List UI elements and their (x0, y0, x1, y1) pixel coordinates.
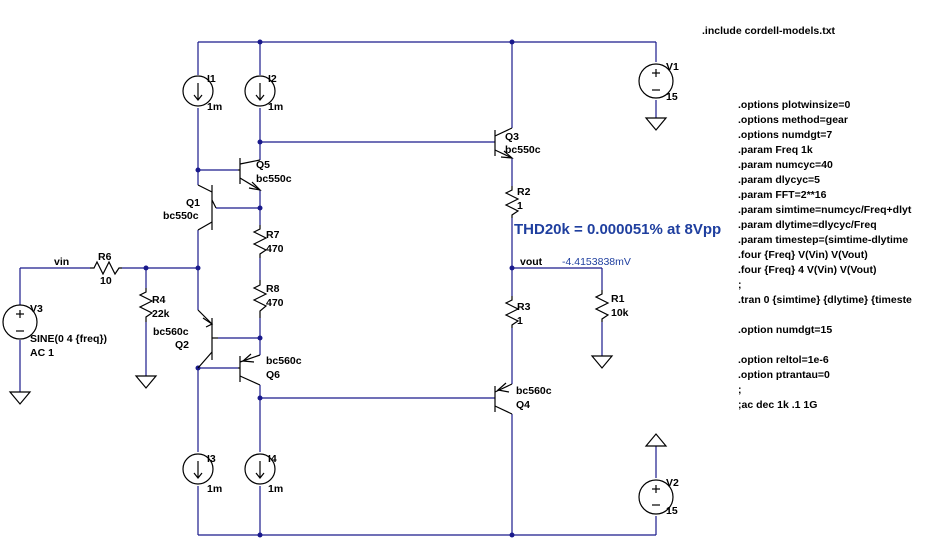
directive-line: .four {Freq} V(Vin) V(Vout) (738, 249, 868, 261)
vout-probe-value: -4.4153838mV (562, 256, 631, 268)
current-source-i2[interactable] (244, 75, 276, 107)
directive-line: .options plotwinsize=0 (738, 99, 850, 111)
i4-name: I4 (268, 453, 277, 465)
r3-value: 1 (517, 315, 523, 327)
q2-model: bc560c (153, 326, 189, 338)
r7-name: R7 (266, 229, 280, 241)
directive-line: .option reltol=1e-6 (738, 354, 829, 366)
directive-line: ;ac dec 1k .1 1G (738, 399, 817, 411)
q6-model: bc560c (266, 355, 302, 367)
r4-name: R4 (152, 294, 166, 306)
directive-line: .param simtime=numcyc/Freq+dlyt (738, 204, 912, 216)
r8-name: R8 (266, 283, 280, 295)
i3-value: 1m (207, 483, 222, 495)
spice-directives[interactable]: .options plotwinsize=0 .options method=g… (738, 99, 912, 411)
i3-name: I3 (207, 453, 216, 465)
wires (19, 41, 657, 536)
v1-name: V1 (666, 61, 679, 73)
directive-line: .param Freq 1k (738, 144, 813, 156)
directive-line: ; (738, 279, 742, 291)
q3-model: bc550c (505, 144, 541, 156)
resistor-r3[interactable] (504, 296, 520, 328)
r1-name: R1 (611, 293, 625, 305)
directive-line: ; (738, 384, 742, 396)
resistor-r8[interactable] (252, 280, 268, 318)
directive-line: .options method=gear (738, 114, 848, 126)
transistor-q2[interactable] (197, 309, 218, 369)
net-label-vout: vout (520, 256, 543, 268)
v2-value: 15 (666, 505, 678, 517)
v3-value: SINE(0 4 {freq}) (30, 333, 107, 345)
q2-name: Q2 (175, 339, 189, 351)
q5-name: Q5 (256, 159, 270, 171)
transistor-q6[interactable] (238, 353, 261, 386)
junction-dots (143, 39, 515, 538)
directive-line: .four {Freq} 4 V(Vin) V(Vout) (738, 264, 876, 276)
transistor-q4[interactable] (494, 382, 513, 415)
resistor-r7[interactable] (252, 225, 268, 258)
r6-value: 10 (100, 275, 112, 287)
i1-name: I1 (207, 73, 216, 85)
i1-value: 1m (207, 101, 222, 113)
i2-value: 1m (268, 101, 283, 113)
v1-value: 15 (666, 91, 678, 103)
q1-name: Q1 (186, 197, 200, 209)
current-source-i3[interactable] (182, 453, 214, 485)
component-labels: I1 1m I2 1m I3 1m I4 1m V1 15 V2 15 V3 S… (30, 61, 679, 517)
resistor-r2[interactable] (504, 186, 520, 218)
r2-name: R2 (517, 186, 531, 198)
directive-line: .param FFT=2**16 (738, 189, 827, 201)
voltage-source-v1[interactable] (638, 63, 674, 99)
directive-line: .param numcyc=40 (738, 159, 833, 171)
resistor-r6[interactable] (90, 260, 122, 276)
directive-line: .param dlytime=dlycyc/Freq (738, 219, 877, 231)
r3-name: R3 (517, 301, 531, 313)
q6-name: Q6 (266, 369, 280, 381)
resistor-r4[interactable] (138, 288, 154, 322)
r8-value: 470 (266, 297, 284, 309)
directive-line: .tran 0 {simtime} {dlytime} {timeste (738, 294, 912, 306)
transistor-q1[interactable] (197, 184, 217, 231)
q5-model: bc550c (256, 173, 292, 185)
directive-line: .param dlycyc=5 (738, 174, 820, 186)
voltage-source-v3[interactable] (2, 304, 38, 340)
resistor-r1[interactable] (594, 290, 610, 322)
transistor-q3[interactable] (494, 127, 514, 159)
directive-line: .options numdgt=7 (738, 129, 832, 141)
current-source-i1[interactable] (182, 75, 214, 107)
r1-value: 10k (611, 307, 629, 319)
directive-line: .param timestep=(simtime-dlytime (738, 234, 908, 246)
include-directive[interactable]: .include cordell-models.txt (702, 25, 836, 37)
r6-name: R6 (98, 251, 112, 263)
directive-line: .option ptrantau=0 (738, 369, 830, 381)
v3-name: V3 (30, 303, 43, 315)
voltage-source-v2[interactable] (638, 479, 674, 515)
ground-symbols (8, 117, 668, 447)
i4-value: 1m (268, 483, 283, 495)
r4-value: 22k (152, 308, 170, 320)
transistor-q5[interactable] (238, 158, 262, 191)
thd-annotation: THD20k = 0.000051% at 8Vpp (514, 221, 721, 238)
r2-value: 1 (517, 200, 523, 212)
r7-value: 470 (266, 243, 284, 255)
q1-model: bc550c (163, 210, 199, 222)
directive-line: .option numdgt=15 (738, 324, 832, 336)
q3-name: Q3 (505, 131, 519, 143)
q4-name: Q4 (516, 399, 530, 411)
v3-ac: AC 1 (30, 347, 54, 359)
v2-name: V2 (666, 477, 679, 489)
net-label-vin: vin (54, 256, 69, 268)
current-source-i4[interactable] (244, 453, 276, 485)
q4-model: bc560c (516, 385, 552, 397)
i2-name: I2 (268, 73, 277, 85)
